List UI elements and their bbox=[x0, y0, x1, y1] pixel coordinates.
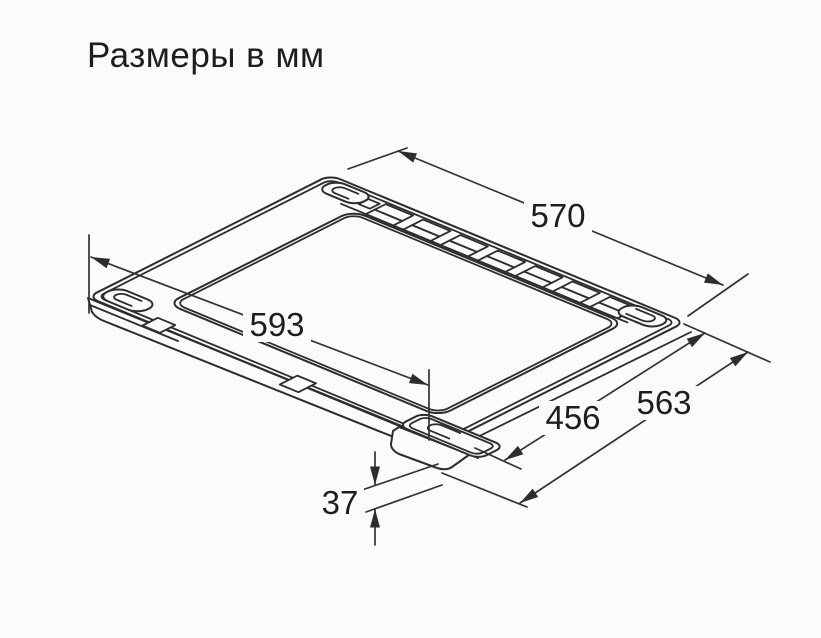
dimension-line bbox=[519, 351, 749, 504]
rack-teeth bbox=[366, 204, 637, 318]
dimension-label: 37 bbox=[322, 484, 359, 521]
right-hook-curl bbox=[626, 309, 658, 323]
right-hook bbox=[613, 303, 672, 329]
page-title: Размеры в мм bbox=[87, 36, 325, 75]
top-left-hook-curl bbox=[329, 186, 358, 199]
dimension-label: 570 bbox=[530, 197, 585, 234]
dimension-37: 37 bbox=[316, 451, 443, 546]
foot-bracket bbox=[398, 413, 504, 459]
dimension-label-bg bbox=[630, 386, 698, 420]
dimension-570: 570 bbox=[347, 147, 749, 317]
extension-line bbox=[441, 472, 528, 508]
foot-skirt bbox=[390, 426, 479, 471]
dimension-563: 563 bbox=[441, 351, 749, 508]
extension-line bbox=[687, 273, 749, 317]
foot-inner-outline bbox=[406, 416, 496, 455]
dimensions: 570 593 456 bbox=[88, 147, 771, 546]
foot-outline bbox=[398, 413, 504, 459]
frame-drawing bbox=[79, 175, 721, 471]
extension-line bbox=[361, 463, 439, 491]
dimension-label-bg bbox=[316, 486, 364, 520]
dimension-label-bg bbox=[243, 308, 311, 342]
extension-line bbox=[683, 323, 771, 363]
dimension-593: 593 bbox=[88, 234, 430, 441]
frame-body bbox=[79, 175, 721, 463]
rack-tooth-face bbox=[553, 287, 589, 303]
foot-hook-curl bbox=[424, 423, 460, 439]
dimension-label: 456 bbox=[545, 399, 600, 436]
dimension-label: 593 bbox=[249, 306, 304, 343]
dimension-label: 563 bbox=[636, 384, 691, 421]
extension-line bbox=[365, 484, 443, 513]
rack-tooth-face bbox=[366, 210, 402, 226]
dimension-456: 456 bbox=[474, 323, 771, 470]
frame-inner-opening bbox=[168, 211, 624, 417]
extension-line bbox=[474, 447, 522, 470]
frame-edge-skirts bbox=[87, 297, 692, 471]
extension-line bbox=[347, 147, 408, 170]
dimension-label-bg bbox=[524, 199, 592, 233]
